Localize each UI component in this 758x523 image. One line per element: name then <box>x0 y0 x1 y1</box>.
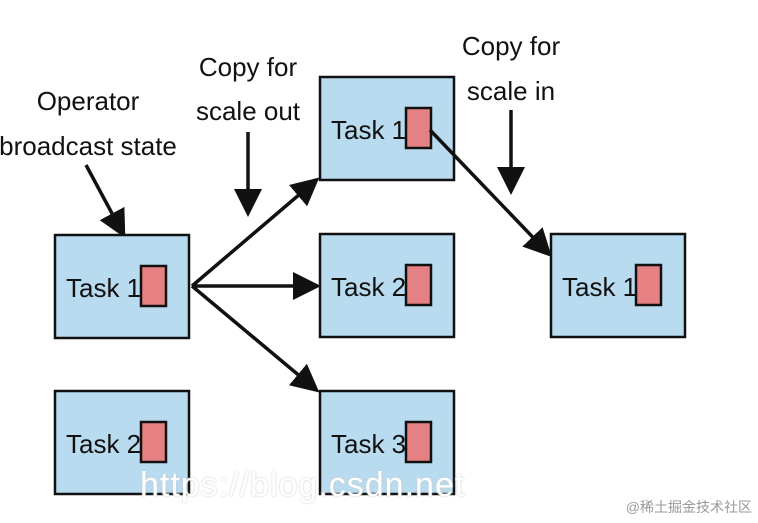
copy-arrow-to-task-1 <box>190 177 320 288</box>
annotation-copy-for-scale-out: Copy for scale out <box>196 52 301 126</box>
annotation-line: Operator <box>37 86 140 116</box>
task-box-mid-2: Task 2 <box>318 232 456 339</box>
annotation-line: Copy for <box>462 31 561 61</box>
task-label: Task 1 <box>66 273 141 303</box>
watermark-text: https://blog.csdn.net <box>140 466 466 504</box>
task-label: Task 1 <box>562 272 637 302</box>
state-icon <box>139 420 168 464</box>
annotation-line: scale out <box>196 96 301 126</box>
state-icon <box>404 263 433 307</box>
annotation-line: scale in <box>467 76 555 106</box>
annotation-line: Copy for <box>199 52 298 82</box>
task-box-left-1: Task 1 <box>53 233 191 340</box>
annotation-operator-broadcast-state: Operator broadcast state <box>0 86 177 161</box>
copy-arrow-to-task-3 <box>190 284 320 393</box>
task-label: Task 2 <box>66 429 141 459</box>
pointer-arrow-operator <box>84 164 126 239</box>
state-icon <box>139 264 168 308</box>
scale-in-arrow <box>428 128 552 258</box>
task-label: Task 1 <box>331 115 406 145</box>
state-icon <box>634 263 663 307</box>
annotation-line: broadcast state <box>0 131 177 161</box>
state-icon <box>404 106 433 150</box>
task-box-mid-3: Task 3 <box>318 389 456 496</box>
annotation-copy-for-scale-in: Copy for scale in <box>462 31 561 106</box>
task-label: Task 2 <box>331 272 406 302</box>
task-box-mid-1: Task 1 <box>318 75 456 182</box>
state-icon <box>404 420 433 464</box>
task-box-left-2: Task 2 <box>53 389 191 496</box>
task-label: Task 3 <box>331 429 406 459</box>
credit-text: @稀土掘金技术社区 <box>625 499 752 515</box>
task-box-right: Task 1 <box>549 232 687 339</box>
